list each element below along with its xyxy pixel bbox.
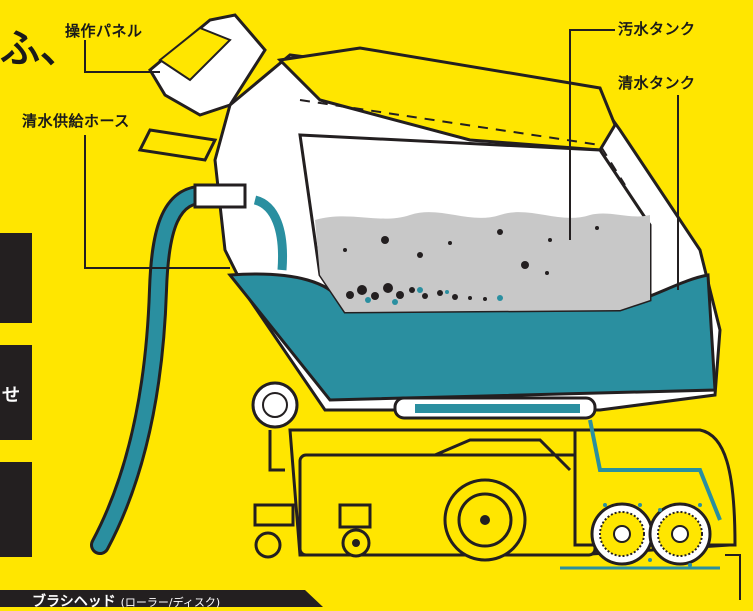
pump-unit	[253, 383, 297, 470]
label-clean-water-tank: 清水タンク	[618, 72, 696, 93]
side-fragment: せ	[2, 381, 20, 407]
drain-connector	[255, 505, 293, 557]
rear-wheel	[445, 480, 525, 560]
label-fresh-water-hose: 清水供給ホース	[22, 110, 130, 131]
dirty-water-tank	[300, 135, 650, 312]
label-dirty-water-tank: 汚水タンク	[618, 18, 696, 39]
label-brush-head: ブラシヘッド (ローラー/ディスク)	[32, 591, 220, 611]
label-control-panel: 操作パネル	[65, 20, 143, 41]
label-brush-head-detail: (ローラー/ディスク)	[121, 596, 221, 609]
side-block-3	[0, 462, 32, 557]
side-block-1	[0, 233, 32, 323]
label-brush-head-title: ブラシヘッド	[32, 594, 116, 610]
handle	[140, 130, 215, 160]
